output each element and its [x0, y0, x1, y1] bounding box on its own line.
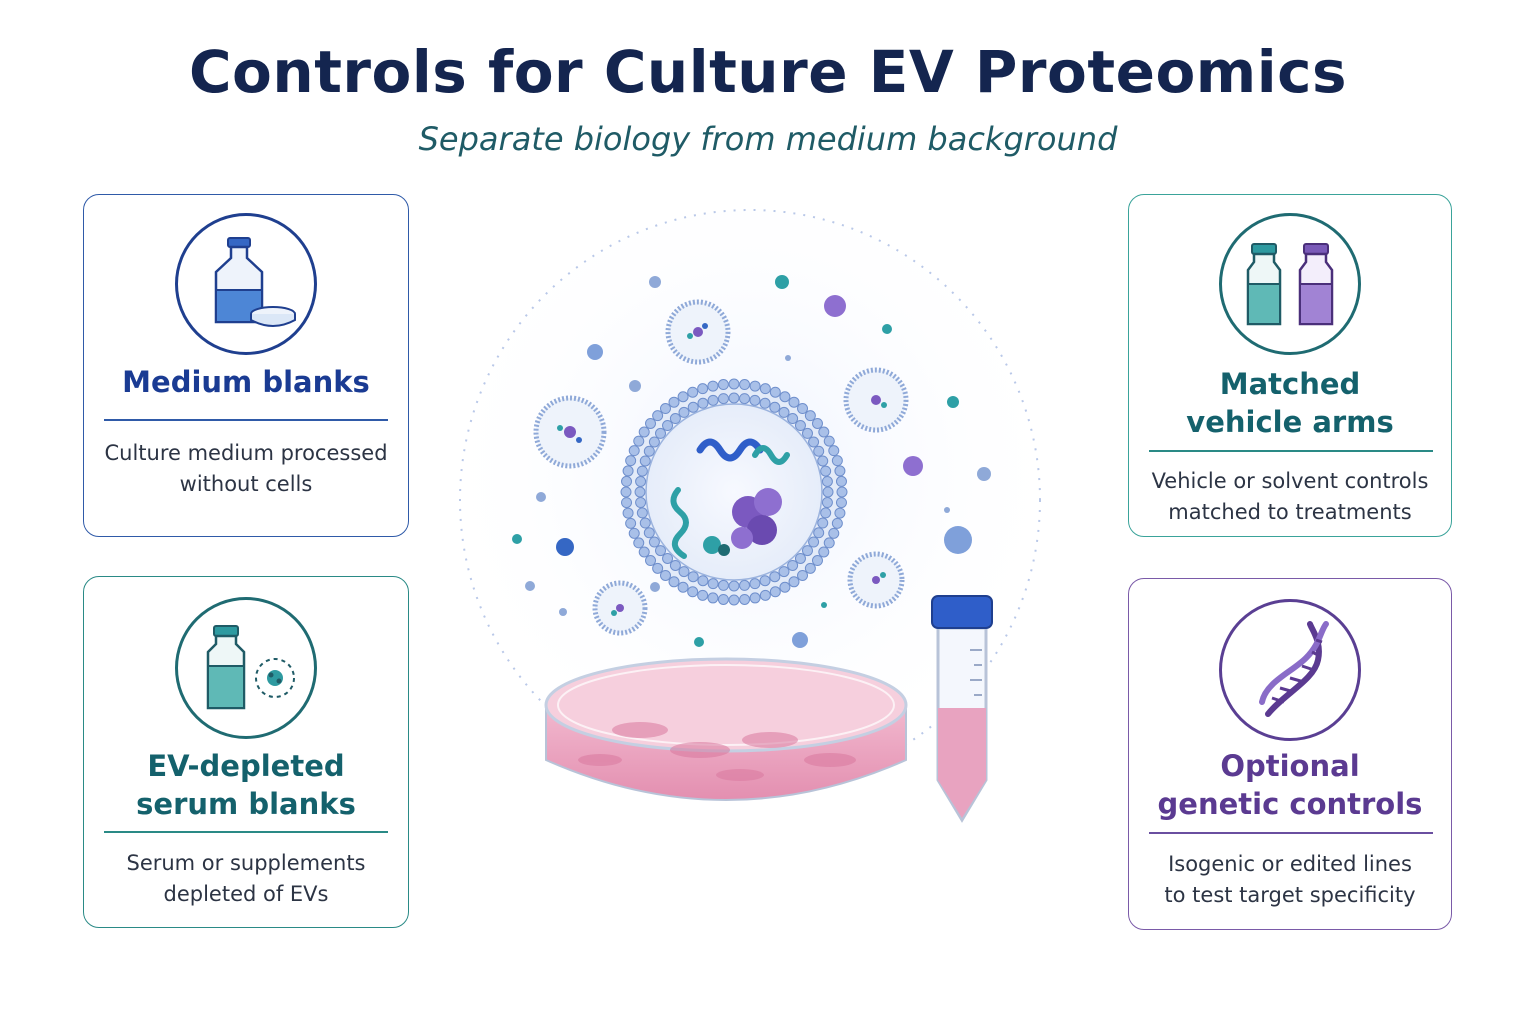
- card-title: EV-depleted: [147, 749, 345, 783]
- divider: [104, 419, 388, 421]
- divider: [104, 831, 388, 833]
- card-title: genetic controls: [1157, 787, 1423, 821]
- card-description-line: Serum or supplements: [126, 851, 366, 875]
- card-matched-vehicle-arms: Matched vehicle arms Vehicle or solvent …: [1128, 194, 1452, 537]
- card-description-line: depleted of EVs: [163, 882, 329, 906]
- divider: [1149, 450, 1433, 452]
- card-description-line: Culture medium processed: [104, 441, 388, 465]
- particles: [512, 275, 991, 648]
- card-description-line: Isogenic or edited lines: [1168, 852, 1412, 876]
- card-title: Optional: [1220, 749, 1360, 783]
- card-ev-depleted-serum-blanks: EV-depleted serum blanks Serum or supple…: [83, 576, 409, 928]
- center-illustration: [450, 200, 1070, 840]
- card-title: Medium blanks: [122, 365, 370, 399]
- card-optional-genetic-controls: Optional genetic controls Isogenic or ed…: [1128, 578, 1452, 930]
- ev-boundary: [459, 209, 1041, 791]
- centrifuge-tube-icon: [931, 595, 993, 823]
- card-title: vehicle arms: [1186, 405, 1394, 439]
- paired-vials-icon: [1219, 213, 1361, 355]
- card-description-line: matched to treatments: [1168, 500, 1412, 524]
- petri-dish-icon: [544, 657, 908, 801]
- card-description-line: without cells: [179, 472, 313, 496]
- serum-vial-and-depleted-ev-icon: [175, 597, 317, 739]
- page-subtitle: Separate biology from medium background: [418, 120, 1118, 158]
- extracellular-vesicle-illustration: [620, 378, 848, 606]
- small-vesicles: [533, 299, 909, 636]
- page-title: Controls for Culture EV Proteomics: [188, 38, 1348, 106]
- card-title: serum blanks: [136, 787, 356, 821]
- card-medium-blanks: Medium blanks Culture medium processed w…: [83, 194, 409, 537]
- card-description-line: to test target specificity: [1164, 883, 1416, 907]
- medium-bottle-and-dish-icon: [175, 213, 317, 355]
- card-title: Matched: [1219, 367, 1361, 401]
- card-description-line: Vehicle or solvent controls: [1151, 469, 1429, 493]
- divider: [1149, 832, 1433, 834]
- dna-helix-icon: [1219, 599, 1361, 741]
